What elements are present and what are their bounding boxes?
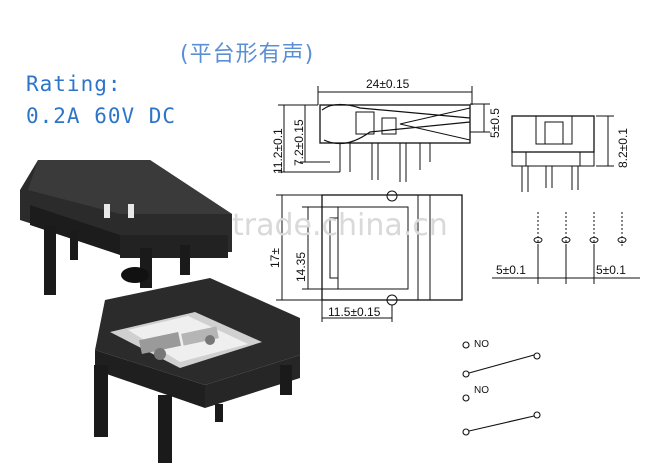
dim-plan-height: 17± <box>268 248 282 268</box>
plan-view-drawing <box>276 190 463 322</box>
end-view-drawing <box>511 115 614 192</box>
switch-photo-open <box>94 278 300 463</box>
dim-plan-inner: 14.35 <box>294 251 308 282</box>
watermark-text: trade.china.cn <box>232 208 448 243</box>
dim-side-height: 8.2±0.1 <box>616 128 630 168</box>
dim-pin-pitch-right: 5±0.1 <box>596 263 626 277</box>
dim-height-inner: 7.2±0.15 <box>292 119 306 166</box>
dim-width-top: 24±0.15 <box>366 77 410 91</box>
pin-layout-drawing <box>492 212 640 284</box>
switch-schematic <box>462 341 541 436</box>
dim-plan-width: 11.5±0.15 <box>328 305 381 319</box>
dim-pin-pitch-left: 5±0.1 <box>496 263 526 277</box>
dim-height-total: 11.2±0.1 <box>271 128 285 174</box>
rating-value: 0.2A 60V DC <box>26 104 177 128</box>
page-title: (平台形有声) <box>180 42 315 67</box>
schematic-label-bottom: NO <box>474 385 489 396</box>
rating-label: Rating: <box>26 72 122 96</box>
dim-lever-offset: 5±0.5 <box>488 108 502 138</box>
schematic-label-top: NO <box>474 339 489 350</box>
switch-photo-closed <box>20 160 232 295</box>
side-view-drawing <box>278 86 490 182</box>
